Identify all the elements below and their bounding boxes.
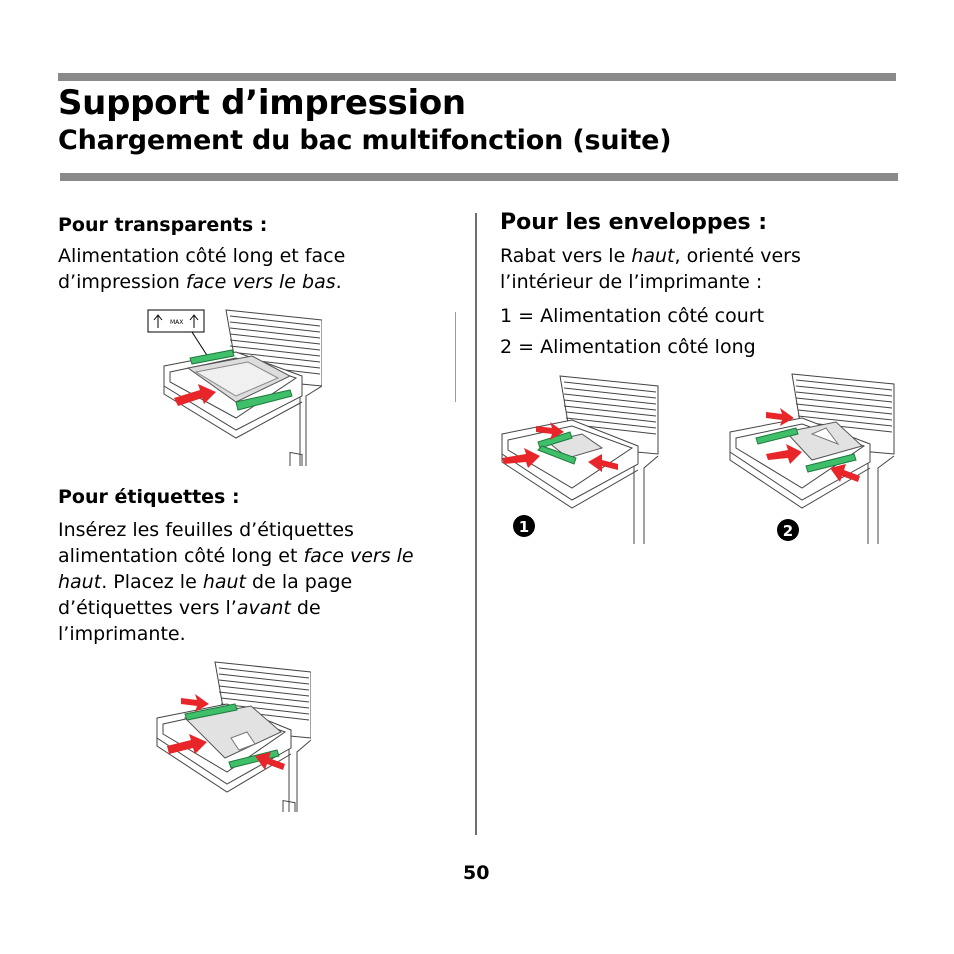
max-label: MAX xyxy=(170,319,183,326)
svg-text:1: 1 xyxy=(519,518,529,536)
section-heading-enveloppes: Pour les enveloppes : xyxy=(500,210,768,235)
column-divider xyxy=(475,213,477,835)
enveloppes-text: Rabat vers le haut, orienté vers l’intér… xyxy=(500,243,801,295)
svg-text:2: 2 xyxy=(783,522,793,540)
divider-tick xyxy=(455,312,456,402)
option-long-edge: 2 = Alimentation côté long xyxy=(500,336,756,358)
page-title: Support d’impression xyxy=(58,83,466,123)
etiquettes-line: l’imprimante. xyxy=(58,623,186,645)
badge-2 xyxy=(777,519,799,541)
top-rule xyxy=(58,73,896,81)
envelope-short-edge-illustration: 1 xyxy=(501,375,659,544)
envelope-long-edge-illustration: 2 xyxy=(729,373,895,544)
etiquettes-line: Insérez les feuilles d’étiquettes xyxy=(58,519,354,541)
transparents-text: Alimentation côté long et face d’impress… xyxy=(58,243,345,295)
etiquettes-line: haut. Placez le haut de la page xyxy=(58,571,353,593)
transparents-line-2: d’impression face vers le bas. xyxy=(58,271,342,293)
labels-loading-illustration xyxy=(156,661,311,812)
enveloppes-line: l’intérieur de l’imprimante : xyxy=(500,271,763,293)
page-number: 50 xyxy=(463,862,490,884)
option-short-edge: 1 = Alimentation côté court xyxy=(500,305,765,327)
transparency-loading-illustration: MAX xyxy=(147,309,322,466)
section-heading-etiquettes: Pour étiquettes : xyxy=(58,486,240,508)
section-heading-transparents: Pour transparents : xyxy=(58,214,268,236)
badge-1 xyxy=(513,515,535,537)
enveloppes-line: Rabat vers le haut, orienté vers xyxy=(500,245,801,267)
header-bottom-rule xyxy=(60,173,898,181)
etiquettes-line: alimentation côté long et face vers le xyxy=(58,545,414,567)
etiquettes-text: Insérez les feuilles d’étiquettes alimen… xyxy=(58,517,414,647)
transparents-line-1: Alimentation côté long et face xyxy=(58,245,346,267)
etiquettes-line: d’étiquettes vers l’avant de xyxy=(58,597,321,619)
page-subtitle: Chargement du bac multifonction (suite) xyxy=(58,125,672,156)
